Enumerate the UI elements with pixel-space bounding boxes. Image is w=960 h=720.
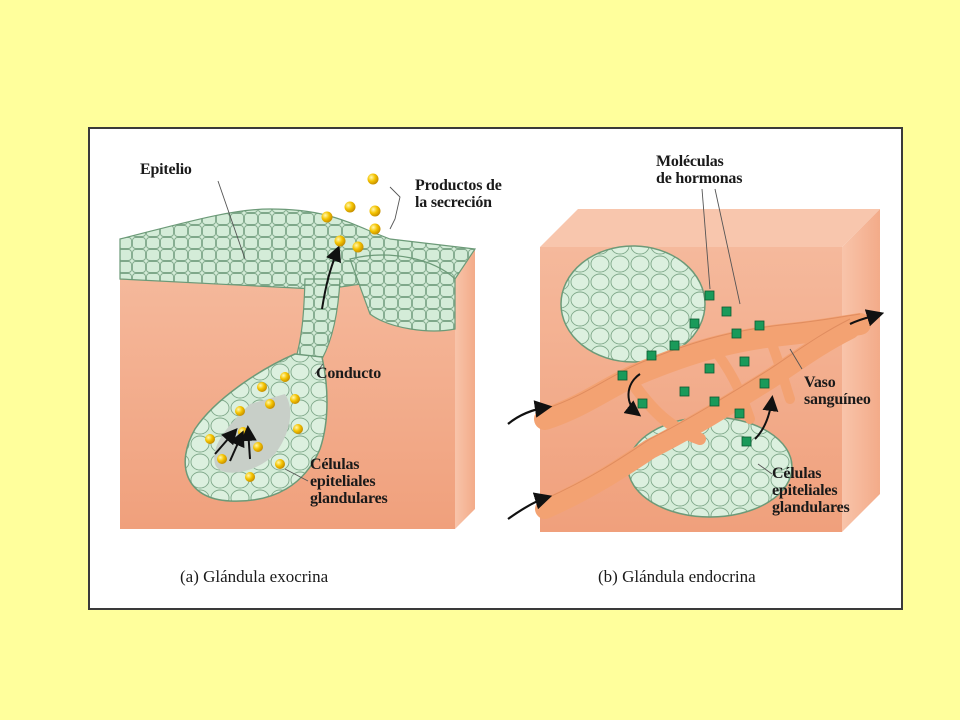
- caption-glandula-endocrina: (b) Glándula endocrina: [598, 567, 756, 586]
- secretion-granules-in-gland: [205, 372, 303, 482]
- caption-glandula-exocrina: (a) Glándula exocrina: [180, 567, 329, 586]
- gland-illustration: [119, 173, 885, 532]
- label-celulas-endocrina: Células epiteliales glandulares: [772, 465, 850, 516]
- label-moleculas-hormonas: Moléculas de hormonas: [656, 153, 743, 187]
- label-epitelio: Epitelio: [140, 161, 192, 178]
- label-celulas-exocrina: Células epiteliales glandulares: [310, 456, 388, 507]
- hormone-molecules: [617, 290, 770, 447]
- label-conducto: Conducto: [316, 365, 382, 382]
- released-secretion-products: [321, 173, 381, 253]
- exocrine-gland-drawing: [119, 173, 477, 529]
- label-productos-secrecion: Productos de la secreción: [415, 177, 502, 211]
- blood-vessel: [534, 313, 871, 519]
- endocrine-gland-drawing: [507, 188, 885, 532]
- label-vaso-sanguineo: Vaso sanguíneo: [804, 374, 871, 408]
- gland-figure: Epitelio Productos de la secreción Condu…: [88, 127, 903, 610]
